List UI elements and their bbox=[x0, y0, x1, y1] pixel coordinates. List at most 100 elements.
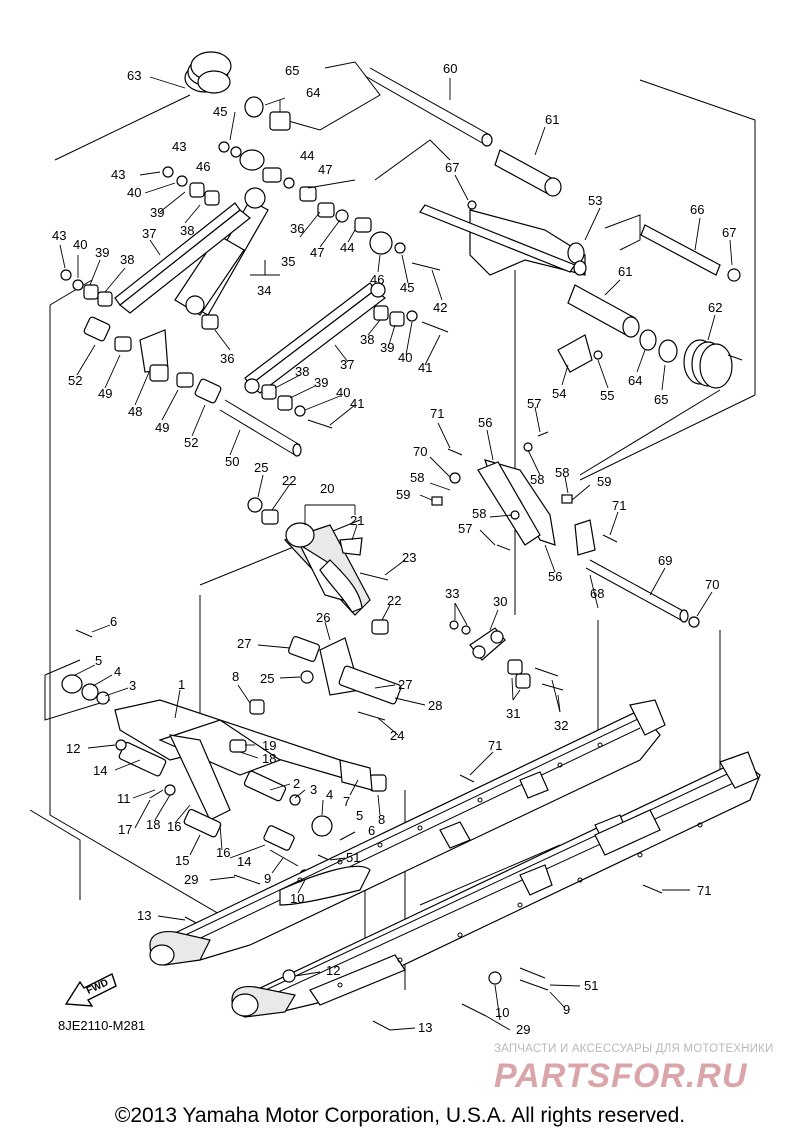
callout-14: 14 bbox=[93, 763, 107, 778]
callout-43c: 43 bbox=[52, 228, 66, 243]
callout-51b: 51 bbox=[584, 978, 598, 993]
bolt-9 bbox=[269, 849, 299, 867]
callout-50: 50 bbox=[225, 454, 239, 469]
collar-22b bbox=[371, 619, 389, 635]
callout-8b: 8 bbox=[378, 812, 385, 827]
collar-58b bbox=[523, 442, 533, 452]
callout-67: 67 bbox=[445, 160, 459, 175]
washer-40d bbox=[294, 405, 306, 417]
callout-36b: 36 bbox=[220, 351, 234, 366]
callout-6b: 6 bbox=[368, 823, 375, 838]
callout-40c: 40 bbox=[398, 350, 412, 365]
callout-67b: 67 bbox=[722, 225, 736, 240]
rear-shock-20 bbox=[247, 497, 389, 635]
shaft-7 bbox=[339, 759, 373, 791]
bushing-8 bbox=[249, 699, 265, 715]
nipple-17 bbox=[149, 789, 164, 799]
callout-29b: 29 bbox=[516, 1022, 530, 1037]
collar-4 bbox=[81, 683, 99, 701]
callout-14b: 14 bbox=[237, 854, 251, 869]
callout-18: 18 bbox=[262, 751, 276, 766]
callout-56: 56 bbox=[478, 415, 492, 430]
callout-71d: 71 bbox=[697, 883, 711, 898]
collar-58a bbox=[510, 510, 520, 520]
bolt-71c bbox=[642, 884, 663, 894]
callout-4b: 4 bbox=[326, 787, 333, 802]
nut-43c bbox=[60, 269, 72, 281]
bushing-39b bbox=[83, 284, 99, 300]
watermark-caption: ЗАПЧАСТИ И АКСЕССУАРЫ ДЛЯ МОТОТЕХНИКИ bbox=[494, 1043, 774, 1055]
washer-12b bbox=[282, 969, 296, 983]
collar-31b bbox=[515, 673, 531, 689]
callout-22b: 22 bbox=[387, 593, 401, 608]
rail-holes-left bbox=[297, 742, 603, 883]
bolt-29 bbox=[233, 874, 261, 885]
callout-41b: 41 bbox=[350, 396, 364, 411]
callout-38b: 38 bbox=[120, 252, 134, 267]
callout-29: 29 bbox=[184, 872, 198, 887]
bolt-41b bbox=[307, 419, 333, 429]
callout-12b: 12 bbox=[326, 963, 340, 978]
collar-61 bbox=[494, 149, 562, 197]
collar-70a bbox=[449, 472, 461, 484]
collar-14b bbox=[263, 825, 295, 851]
bolt-32b bbox=[541, 683, 564, 691]
callout-68: 68 bbox=[590, 586, 604, 601]
bolt-41 bbox=[421, 321, 449, 333]
callout-21: 21 bbox=[350, 513, 364, 528]
collar-38d bbox=[261, 384, 277, 400]
callout-48: 48 bbox=[128, 404, 142, 419]
callout-9: 9 bbox=[264, 871, 271, 886]
callout-37: 37 bbox=[142, 226, 156, 241]
bolt-9b bbox=[519, 979, 549, 991]
collar-64b bbox=[639, 329, 657, 351]
collar-64 bbox=[269, 111, 291, 131]
callout-18b: 18 bbox=[146, 817, 160, 832]
washer-12 bbox=[115, 739, 127, 751]
callout-3: 3 bbox=[129, 678, 136, 693]
washer-33b bbox=[461, 625, 471, 635]
callout-71: 71 bbox=[430, 406, 444, 421]
bolt-51b bbox=[519, 967, 546, 979]
slide-rail-left bbox=[149, 699, 666, 966]
callout-49: 49 bbox=[98, 386, 112, 401]
washer-40 bbox=[176, 175, 188, 187]
callout-10b: 10 bbox=[495, 1005, 509, 1020]
callout-6: 6 bbox=[110, 614, 117, 629]
watermark-logo: PARTSFOR.RU bbox=[494, 1057, 747, 1094]
callout-28: 28 bbox=[428, 698, 442, 713]
callout-37b: 37 bbox=[340, 357, 354, 372]
callout-15: 15 bbox=[175, 853, 189, 868]
callout-58b: 58 bbox=[555, 465, 569, 480]
callout-23: 23 bbox=[402, 550, 416, 565]
cover-21 bbox=[339, 537, 363, 556]
callout-25b: 25 bbox=[260, 671, 274, 686]
callout-58c: 58 bbox=[410, 470, 424, 485]
collar-19 bbox=[229, 739, 247, 753]
washer-3 bbox=[96, 691, 110, 705]
callout-39c: 39 bbox=[380, 340, 394, 355]
callout-55: 55 bbox=[600, 388, 614, 403]
callout-43: 43 bbox=[172, 139, 186, 154]
callout-70b: 70 bbox=[705, 577, 719, 592]
bracket-53 bbox=[419, 204, 587, 276]
link-30 bbox=[449, 620, 564, 691]
callout-7: 7 bbox=[343, 794, 350, 809]
plate-54 bbox=[557, 334, 593, 373]
bolt-29b bbox=[461, 1003, 487, 1017]
callout-39d: 39 bbox=[314, 375, 328, 390]
callout-38c: 38 bbox=[360, 332, 374, 347]
callout-26: 26 bbox=[316, 610, 330, 625]
bushing-36c bbox=[317, 202, 335, 218]
callout-39b: 39 bbox=[95, 245, 109, 260]
collar-45 bbox=[230, 146, 242, 158]
bolt-6b bbox=[339, 831, 356, 841]
nut-43b bbox=[162, 166, 174, 178]
callout-32: 32 bbox=[554, 718, 568, 733]
washer-65b bbox=[658, 339, 678, 363]
callout-71c: 71 bbox=[488, 738, 502, 753]
bushing-36 bbox=[201, 314, 219, 330]
slide-rail-right bbox=[231, 751, 761, 1031]
callout-2: 2 bbox=[293, 776, 300, 791]
